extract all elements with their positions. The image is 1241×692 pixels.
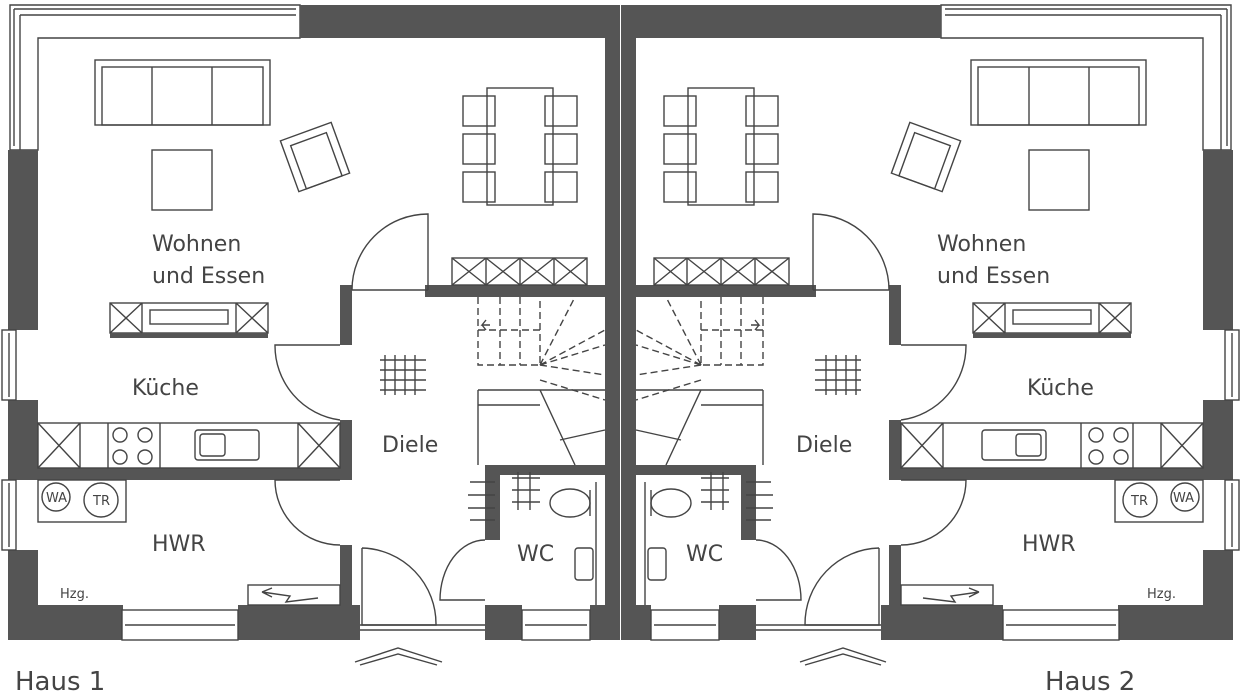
house-title-2: Haus 2 [1045, 667, 1135, 692]
room-label-utility-2: HWR [1022, 532, 1076, 557]
room-label-hall-1: Diele [382, 433, 438, 458]
room-label-utility-1: HWR [152, 532, 206, 557]
room-label-living-1: Wohnen [152, 232, 241, 257]
heating-label-1: Hzg. [60, 587, 89, 602]
room-label-wc-1: WC [517, 542, 554, 567]
entrance-arrow-1 [354, 647, 443, 666]
washer-label-1: WA [46, 491, 67, 506]
heating-label-2: Hzg. [1147, 587, 1176, 602]
room-label-hall-2: Diele [796, 433, 852, 458]
room-label-kitchen-2: Küche [1027, 376, 1094, 401]
room-label-wc-2: WC [686, 542, 723, 567]
room-label-living-2b: und Essen [937, 264, 1050, 289]
room-label-living-2: Wohnen [937, 232, 1026, 257]
entrance-arrow-2 [799, 647, 887, 666]
dryer-label-1: TR [92, 494, 110, 509]
house-title-1: Haus 1 [15, 667, 105, 692]
washer-label-2: WA [1173, 491, 1194, 506]
room-label-living-1b: und Essen [152, 264, 265, 289]
dryer-label-2: TR [1130, 494, 1148, 509]
room-label-kitchen-1: Küche [132, 376, 199, 401]
